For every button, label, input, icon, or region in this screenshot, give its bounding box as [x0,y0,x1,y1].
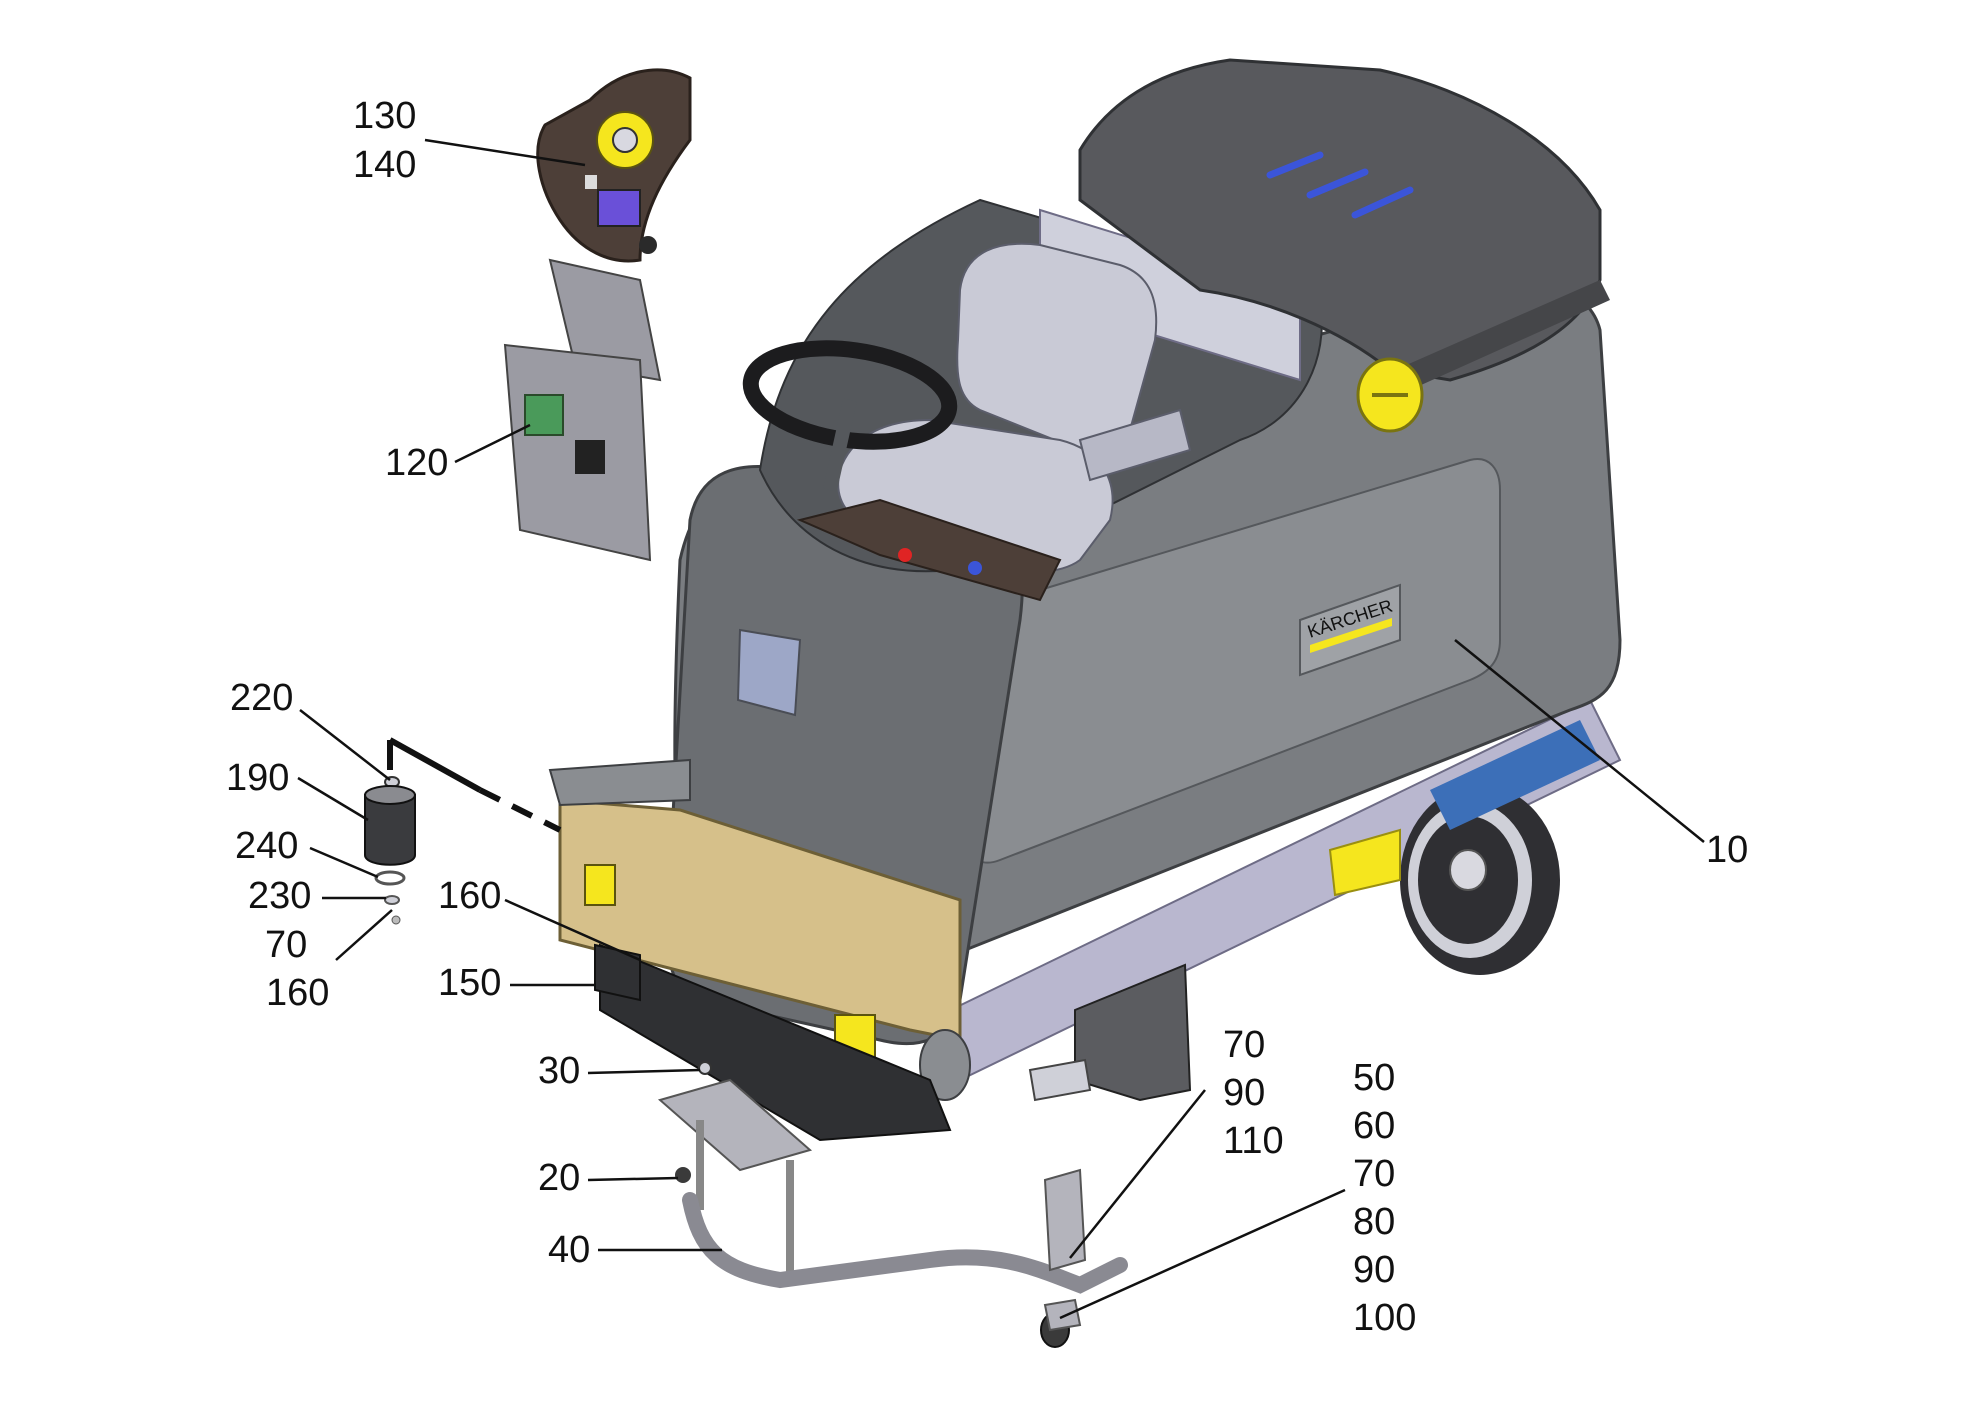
callout-160b: 160 [438,875,501,917]
leader-160b [504,898,641,962]
clip [384,895,400,905]
lid-edge [1395,280,1610,390]
callout-110: 110 [1223,1120,1284,1162]
bracket-upper [548,258,662,382]
assembly-line-2 [478,787,562,833]
panel-dial [639,236,657,254]
panel-display [597,189,641,227]
relay-block [575,440,605,474]
dash-button-blue [968,561,982,575]
callout-140: 140 [353,144,416,186]
dash-panel [796,498,1062,602]
circuit-board [524,394,564,436]
caster-fork [1043,1298,1082,1332]
wheel-icon [1400,785,1560,975]
control-panel-assembly [536,68,692,263]
callout-160a: 160 [266,972,329,1014]
washer [374,870,406,886]
key-switch-knob [612,127,638,153]
leader-160a [335,909,393,961]
lower-skirt [599,943,952,1142]
callout-20: 20 [538,1157,580,1199]
callout-230: 230 [248,875,311,917]
leader-190 [297,776,369,822]
bolt [698,1061,712,1075]
leader-220 [299,709,391,781]
callout-100: 100 [1353,1297,1416,1339]
steering-wheel-icon [742,340,958,492]
roller [364,794,416,866]
tow-bar-bracket [1043,1168,1087,1272]
callout-90b: 90 [1223,1072,1265,1114]
callout-70b: 70 [1223,1024,1265,1066]
bumper-light-left [584,864,616,906]
bumper-top [548,758,691,807]
callout-40: 40 [548,1229,590,1271]
front-window [736,628,802,717]
callout-70c: 70 [1353,1153,1395,1195]
tow-bar-tube [682,1192,1128,1294]
leader-lines [297,138,1705,1320]
callout-50: 50 [1353,1057,1395,1099]
bumper-bracket [594,943,712,1075]
callout-90c: 90 [1353,1249,1395,1291]
leader-20 [587,1176,679,1182]
callout-240: 240 [235,825,298,867]
leader-50-100 [1059,1188,1346,1320]
knob [675,1167,691,1183]
panel-button [585,175,597,189]
callout-labels: 130 140 120 220 190 240 230 70 160 160 1… [226,95,1748,1339]
lid-stripes [1266,151,1414,219]
callout-10: 10 [1706,829,1748,871]
leader-70-90-110 [1069,1089,1206,1259]
bumper-roller [919,1029,971,1101]
tow-bar-assembly [657,1078,1128,1348]
callout-220: 220 [230,677,293,719]
callout-70a: 70 [265,924,307,966]
leader-120 [454,423,531,464]
bumper-bracket-plate [594,943,641,1002]
roller-top [364,785,416,805]
dash-button-red [898,548,912,562]
leader-130 [424,138,586,167]
tow-bar-plate [657,1078,813,1172]
tow-hitch-pin [1028,1058,1092,1102]
callout-150: 150 [438,962,501,1004]
top-lid [1078,58,1602,382]
callout-80: 80 [1353,1201,1395,1243]
callout-120: 120 [385,442,448,484]
machine-body: KÄRCHER [548,58,1622,1142]
wheel-housing [1430,720,1600,830]
leader-240 [309,846,379,879]
fuel-cap-icon [1356,357,1424,433]
bumper-roller-parts [364,737,562,925]
screw [391,915,401,925]
callout-30: 30 [538,1050,580,1092]
leader-10 [1454,639,1705,843]
yellow-part [1328,828,1401,897]
callout-190: 190 [226,757,289,799]
callout-130: 130 [353,95,416,137]
callout-60: 60 [1353,1105,1395,1147]
leader-30 [587,1068,701,1075]
assembly-line-1 [388,737,482,793]
electronics-bracket [503,258,662,562]
